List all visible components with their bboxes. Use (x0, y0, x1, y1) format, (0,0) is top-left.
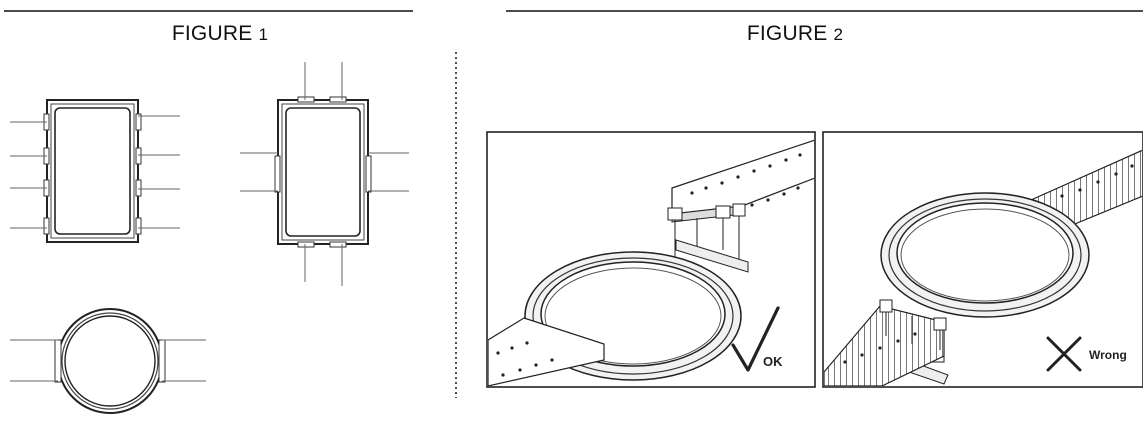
rectangular-hoop-end-clamps (240, 62, 409, 286)
figure-1-title-word: FIGURE (171, 22, 253, 45)
check-mark-icon (731, 306, 780, 372)
rectangular-hoop-side-clamps (10, 99, 180, 243)
panel-correct-mounting (486, 131, 816, 388)
figure-2-number: 2 (833, 25, 844, 44)
figure-2-title: FIGURE 2 (730, 22, 860, 46)
wrong-label: Wrong (1089, 348, 1127, 362)
ok-label: OK (763, 354, 783, 369)
panel-wrong-mounting (822, 131, 1143, 388)
cross-mark-icon (1046, 336, 1082, 372)
round-hoop (10, 308, 206, 414)
figure-2-title-word: FIGURE (746, 22, 828, 45)
figure-1-title: FIGURE 1 (155, 22, 285, 46)
figure-1-number: 1 (258, 25, 269, 44)
